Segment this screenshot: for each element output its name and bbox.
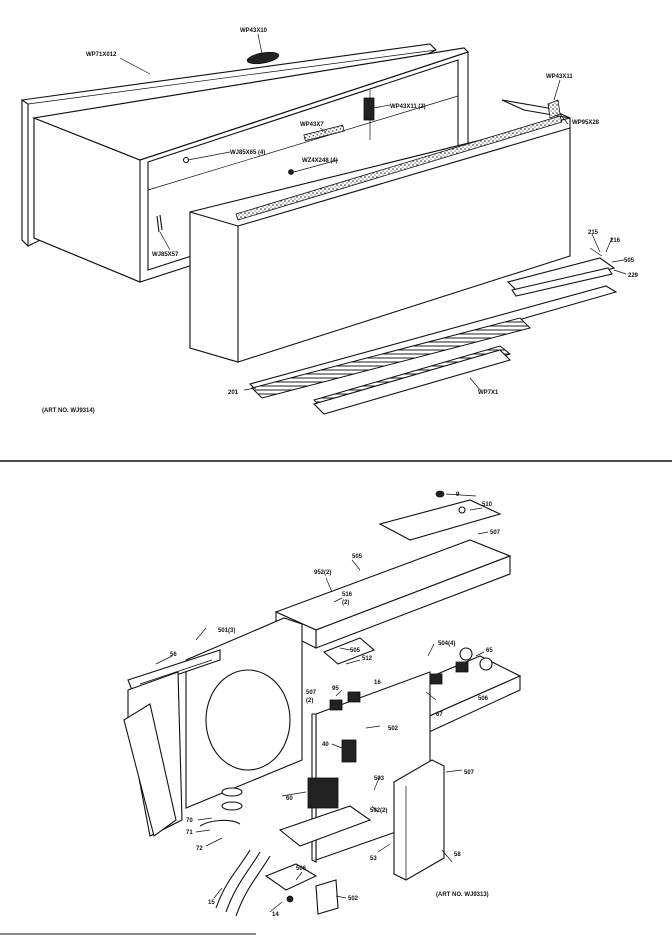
- label-wp43x10: WP43X10: [240, 28, 268, 34]
- label-216: 216: [610, 238, 621, 244]
- label-art-no-bottom: (ART NO. WJ9313): [436, 892, 489, 898]
- label-67: 67: [436, 712, 443, 718]
- top-assembly: WP71X012 WP43X10 WP43X11 WP43X11 (2) WP4…: [21, 28, 639, 415]
- fan-shroud: [123, 617, 303, 837]
- label-14: 14: [272, 912, 279, 918]
- label-952: 952(2): [314, 570, 331, 576]
- front-panel: [189, 99, 571, 363]
- label-505: 505: [624, 258, 635, 264]
- label-70: 70: [186, 818, 193, 824]
- label-505-c: 505: [350, 648, 361, 654]
- wire-harness: [199, 787, 339, 917]
- label-wz4x248: WZ4X248 (4): [302, 158, 338, 164]
- label-510: 510: [482, 502, 493, 508]
- bottom-grille: [248, 285, 618, 415]
- label-wp95x28: WP95X28: [572, 120, 600, 126]
- label-506-b: 506: [478, 696, 489, 702]
- label-71: 71: [186, 830, 193, 836]
- label-507-b: 507: [306, 690, 317, 696]
- top-panel-505: [274, 539, 512, 649]
- label-507-a: 507: [490, 530, 501, 536]
- label-60: 60: [286, 796, 293, 802]
- label-16: 16: [374, 680, 381, 686]
- label-505-b: 505: [352, 554, 363, 560]
- label-56: 56: [170, 652, 177, 658]
- label-503: 503: [374, 776, 385, 782]
- label-516: 516: [342, 592, 353, 598]
- label-65: 65: [486, 648, 493, 654]
- label-58: 58: [454, 852, 461, 858]
- label-504: 504(4): [438, 641, 455, 647]
- bottom-assembly: 9 510 507 505 952(2) 516 (2) 56 501(3) 5…: [123, 490, 522, 918]
- label-wp7x1: WP7X1: [478, 390, 499, 396]
- label-506: 506: [296, 866, 307, 872]
- label-wp43x11-qty: WP43X11 (2): [390, 104, 426, 110]
- label-wp43x7: WP43X7: [300, 122, 324, 128]
- label-15: 15: [208, 900, 215, 906]
- label-229: 229: [628, 273, 639, 279]
- bottom-leaders: [155, 493, 489, 913]
- label-215: 215: [588, 230, 599, 236]
- filter-strips: [506, 247, 616, 297]
- cover-plate-510: [378, 490, 502, 541]
- label-501: 501(3): [218, 628, 235, 634]
- label-wp71x012: WP71X012: [86, 52, 117, 58]
- label-art-no-top: (ART NO. WJ9314): [42, 408, 95, 414]
- label-40: 40: [322, 742, 329, 748]
- label-507-c: 507: [464, 770, 475, 776]
- top-leaders: [119, 33, 627, 391]
- label-516-qty: (2): [342, 600, 349, 606]
- label-502-b: 502: [348, 896, 359, 902]
- label-507-b-qty: (2): [306, 698, 313, 704]
- label-9: 9: [456, 492, 460, 498]
- label-592: 592(2): [370, 808, 387, 814]
- label-502-a: 502: [388, 726, 399, 732]
- label-201: 201: [228, 390, 239, 396]
- label-wj85x65: WJ85X65 (4): [230, 150, 265, 156]
- label-wp43x11: WP43X11: [546, 74, 573, 80]
- label-512: 512: [362, 656, 373, 662]
- label-72: 72: [196, 846, 203, 852]
- side-panel-58: [393, 759, 445, 881]
- label-53: 53: [370, 856, 377, 862]
- label-95: 95: [332, 686, 339, 692]
- label-wj85x57: WJ85X57: [152, 252, 179, 258]
